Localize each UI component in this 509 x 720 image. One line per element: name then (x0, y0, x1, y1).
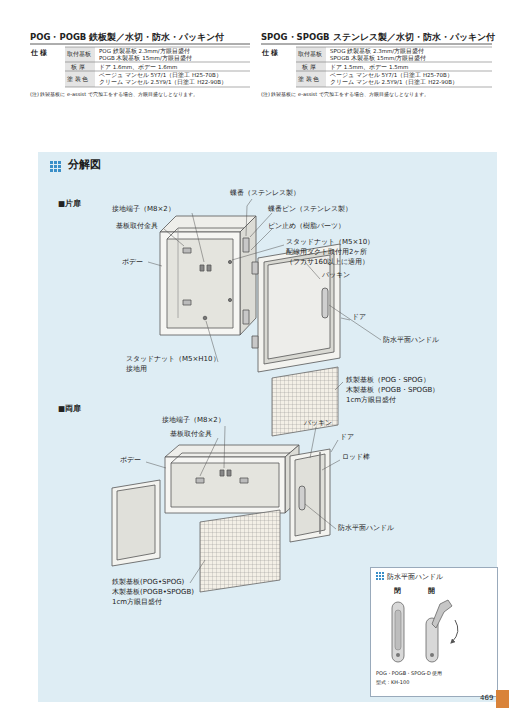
part-label: ピン止め（樹脂パーツ） (268, 222, 345, 230)
part-label: ドア (352, 313, 366, 321)
part-label: 接地用 (126, 365, 147, 373)
handle-inset-art (376, 572, 458, 662)
spec-text: POGB 木製基板 15mm/方眼目盛付 (99, 55, 192, 62)
part-label: 開 (428, 588, 435, 596)
spec-table (30, 44, 492, 87)
spec-text: POG・POGB 鉄板製／水切・防水・パッキン付 (30, 32, 224, 42)
spec-text: 仕 様 (262, 49, 278, 57)
spec-text: SPOGB 木製基板 15mm/方眼目盛付 (330, 55, 426, 62)
spec-text: 塗 装 色 (298, 76, 320, 83)
node-title: 分解図 (68, 157, 101, 172)
part-label: 接地端子（M8×2） (112, 205, 175, 213)
part-label: 鉄製基板（POG・SPOG） (346, 376, 430, 384)
part-label: ドア (340, 433, 354, 441)
spec-text: ドア 1.6mm、ボデー 1.6mm (99, 64, 177, 71)
spec-text: ベージュ マンセル 5Y7/1（日塗工 H25-70B） (330, 72, 453, 79)
spec-text: SPOG・SPOGB ステンレス製／水切・防水・パッキン付 (261, 32, 495, 42)
part-label: パッキン (304, 419, 332, 427)
spec-text: 塗 装 色 (67, 76, 89, 83)
part-label: ■片扉 (58, 199, 81, 208)
spec-text: 板 厚 (302, 64, 316, 71)
spec-text: 板 厚 (71, 64, 85, 71)
leader-lines (146, 426, 340, 583)
spec-text: POG 鉄製基板 2.3mm/方眼目盛付 (99, 48, 190, 55)
part-label: 防水平面ハンドル (338, 524, 394, 532)
double-board (200, 510, 280, 592)
spec-text: クリーム マンセル 2.5Y9/1（日塗工 H22-90B） (99, 79, 227, 86)
spec-text: 取付基板 (67, 51, 91, 58)
node-title: 防水平面ハンドル (387, 572, 443, 582)
spec-text: (注) 鉄製基板に e-assist で穴加工をする場合、方眼目盛なしとなります… (261, 91, 429, 97)
double-body (165, 445, 299, 513)
page-tab (496, 690, 509, 708)
spec-text: 仕 様 (31, 49, 47, 57)
part-label: 469 (480, 694, 493, 702)
part-label: スタッドナット（M5×10） (286, 238, 374, 246)
part-label: ボデー (120, 456, 141, 464)
part-label: （フカサ160以上に適用） (286, 258, 369, 266)
spec-text: ドア 1.5mm、ボデー 1.5mm (330, 64, 408, 71)
spec-text: ベージュ マンセル 5Y7/1（日塗工 H25-70B） (99, 72, 222, 79)
part-label: ■両扉 (58, 404, 81, 413)
part-label: 接地端子（M8×2） (162, 416, 225, 424)
part-label: 基板取付金具 (116, 222, 158, 230)
spec-text: (注) 鉄製基板に e-assist で穴加工をする場合、方眼目盛なしとなります… (30, 91, 198, 97)
part-label: ロッド棒 (342, 453, 370, 461)
part-label: 木製基板（POGB・SPOGB） (346, 386, 439, 394)
part-label: 防水平面ハンドル (383, 336, 439, 344)
part-label: 蝶番（ステンレス製） (230, 189, 300, 197)
part-label: 木製基板(POGB•SPOGB) (112, 588, 194, 596)
part-label: 蝶番ピン（ステンレス製） (268, 205, 352, 213)
single-body (160, 216, 256, 335)
part-label: 閉 (394, 588, 401, 596)
part-label: 鉄製基板(POG•SPOG) (112, 578, 184, 586)
part-label: ボデー (122, 258, 143, 266)
spec-text: クリーム マンセル 2.5Y9/1（日塗工 H22-90B） (330, 79, 458, 86)
part-label: 型式：KH-100 (376, 679, 409, 685)
part-label: スタッドナット（M5×H10） (126, 355, 220, 363)
spec-text: SPOG 鉄製基板 2.3mm/方眼目盛付 (330, 48, 424, 55)
part-label: 配線用ダクト取付用2ヶ所 (286, 248, 367, 256)
part-label: 1cm方眼目盛付 (346, 396, 396, 404)
part-label: パッキン (322, 271, 350, 279)
part-label: 1cm方眼目盛付 (112, 598, 162, 606)
part-label: 基板取付金具 (170, 430, 212, 438)
part-label: POG・POGB・SPOG-D 使用 (376, 670, 442, 676)
title-icon (50, 161, 61, 172)
spec-text: 取付基板 (298, 51, 322, 58)
single-board (272, 367, 338, 436)
